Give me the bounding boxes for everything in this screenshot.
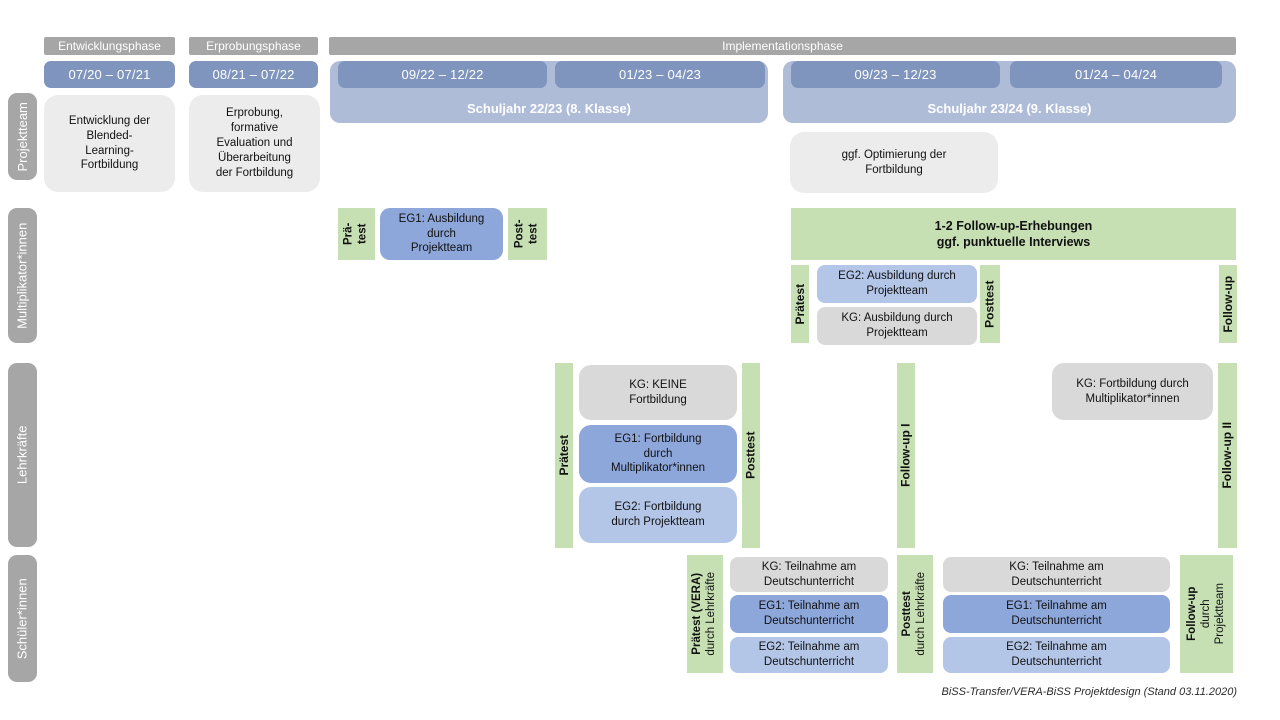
lehrkraefte-eg1-box: EG1: Fortbildung durch Multiplikator*inn…	[579, 425, 737, 483]
row-label-lehrkraefte: Lehrkräfte	[8, 363, 37, 547]
multiplikatoren-praetest-strip: Prä- test	[338, 208, 375, 260]
diagram-caption: BiSS-Transfer/VERA-BiSS Projektdesign (S…	[941, 686, 1237, 698]
multiplikatoren-kg-box: KG: Ausbildung durch Projektteam	[817, 307, 977, 345]
phase-implementation: Implementationsphase	[329, 37, 1236, 55]
lehrkraefte-followup1-text: Follow-up I	[898, 423, 913, 488]
projektteam-erprobung-box: Erprobung, formative Evaluation und Über…	[189, 95, 320, 192]
schueler-followup-line1: Follow-up	[1185, 586, 1198, 642]
schueler-eg1-box-2: EG1: Teilnahme am Deutschunterricht	[943, 595, 1170, 633]
schuljahr-22-23-label: Schuljahr 22/23 (8. Klasse)	[466, 101, 632, 116]
row-label-schueler-text: Schüler*innen	[14, 578, 30, 659]
period-08-21: 08/21 – 07/22	[189, 61, 318, 88]
lehrkraefte-praetest-strip: Prätest	[555, 363, 573, 548]
projektteam-optimierung-box: ggf. Optimierung der Fortbildung	[790, 132, 998, 193]
multiplikatoren-posttest2-strip: Posttest	[980, 265, 1000, 343]
lehrkraefte-followup1-strip: Follow-up I	[897, 363, 915, 548]
schueler-kg-box-2: KG: Teilnahme am Deutschunterricht	[943, 557, 1170, 592]
row-label-projektteam-text: Projektteam	[14, 101, 30, 172]
period-09-23: 09/23 – 12/23	[791, 61, 1000, 88]
row-label-multiplikatoren-text: Multiplikator*innen	[14, 222, 30, 329]
row-label-schueler: Schüler*innen	[8, 555, 37, 682]
lehrkraefte-kg2-box: KG: Fortbildung durch Multiplikator*inne…	[1052, 363, 1213, 420]
praetest-line2: test	[356, 223, 369, 245]
schueler-kg-box-1: KG: Teilnahme am Deutschunterricht	[730, 557, 888, 592]
lehrkraefte-kg1-box: KG: KEINE Fortbildung	[579, 365, 737, 420]
praetest-vera-line1: Prätest (VERA)	[691, 573, 704, 655]
multiplikatoren-eg1-box: EG1: Ausbildung durch Projektteam	[380, 208, 503, 260]
schueler-followup-line2: durch	[1199, 599, 1212, 629]
multiplikatoren-followup-strip: Follow-up	[1219, 265, 1237, 343]
praetest-line1: Prä-	[342, 222, 355, 246]
multiplikatoren-followup-text: Follow-up	[1220, 275, 1235, 333]
posttest-line2: test	[527, 223, 540, 245]
praetest2-text: Prätest	[792, 283, 807, 325]
phase-erprobung: Erprobungsphase	[189, 37, 318, 55]
row-label-multiplikatoren: Multiplikator*innen	[8, 208, 37, 343]
schueler-followup-line3: Projektteam	[1213, 583, 1226, 645]
multiplikatoren-eg2-box: EG2: Ausbildung durch Projektteam	[817, 265, 977, 303]
schuljahr-23-24-label: Schuljahr 23/24 (9. Klasse)	[927, 101, 1092, 116]
lehrkraefte-followup2-text: Follow-up II	[1220, 422, 1235, 489]
followup-erhebungen-banner: 1-2 Follow-up-Erhebungen ggf. punktuelle…	[791, 208, 1236, 260]
praetest-vera-line2: durch Lehrkräfte	[705, 572, 717, 656]
lehrkraefte-followup2-strip: Follow-up II	[1218, 363, 1237, 548]
period-01-24: 01/24 – 04/24	[1010, 61, 1222, 88]
projektteam-entwicklung-box: Entwicklung der Blended- Learning- Fortb…	[44, 95, 175, 192]
schueler-posttest-strip: Posttest durch Lehrkräfte	[897, 555, 933, 673]
lehrkraefte-praetest-text: Prätest	[556, 435, 571, 476]
phase-entwicklung: Entwicklungsphase	[44, 37, 175, 55]
schueler-eg2-box-1: EG2: Teilnahme am Deutschunterricht	[730, 637, 888, 673]
schueler-eg1-box-1: EG1: Teilnahme am Deutschunterricht	[730, 595, 888, 633]
schueler-eg2-box-2: EG2: Teilnahme am Deutschunterricht	[943, 637, 1170, 673]
schueler-posttest-line1: Posttest	[901, 591, 914, 637]
lehrkraefte-posttest-text: Posttest	[743, 431, 758, 480]
lehrkraefte-posttest-strip: Posttest	[742, 363, 760, 548]
period-09-22: 09/22 – 12/22	[338, 61, 547, 88]
row-label-lehrkraefte-text: Lehrkräfte	[14, 425, 30, 485]
schueler-praetest-vera-strip: Prätest (VERA) durch Lehrkräfte	[687, 555, 723, 673]
schueler-posttest-line2: durch Lehrkräfte	[915, 572, 927, 656]
posttest-line1: Post-	[513, 219, 526, 249]
lehrkraefte-eg2-box: EG2: Fortbildung durch Projektteam	[579, 487, 737, 543]
period-01-23: 01/23 – 04/23	[555, 61, 765, 88]
multiplikatoren-posttest-strip: Post- test	[508, 208, 547, 260]
schueler-followup-strip: Follow-up durch Projektteam	[1180, 555, 1233, 673]
multiplikatoren-praetest2-strip: Prätest	[791, 265, 809, 343]
row-label-projektteam: Projektteam	[8, 93, 37, 180]
period-07-20: 07/20 – 07/21	[44, 61, 175, 88]
posttest2-text: Posttest	[982, 280, 997, 328]
